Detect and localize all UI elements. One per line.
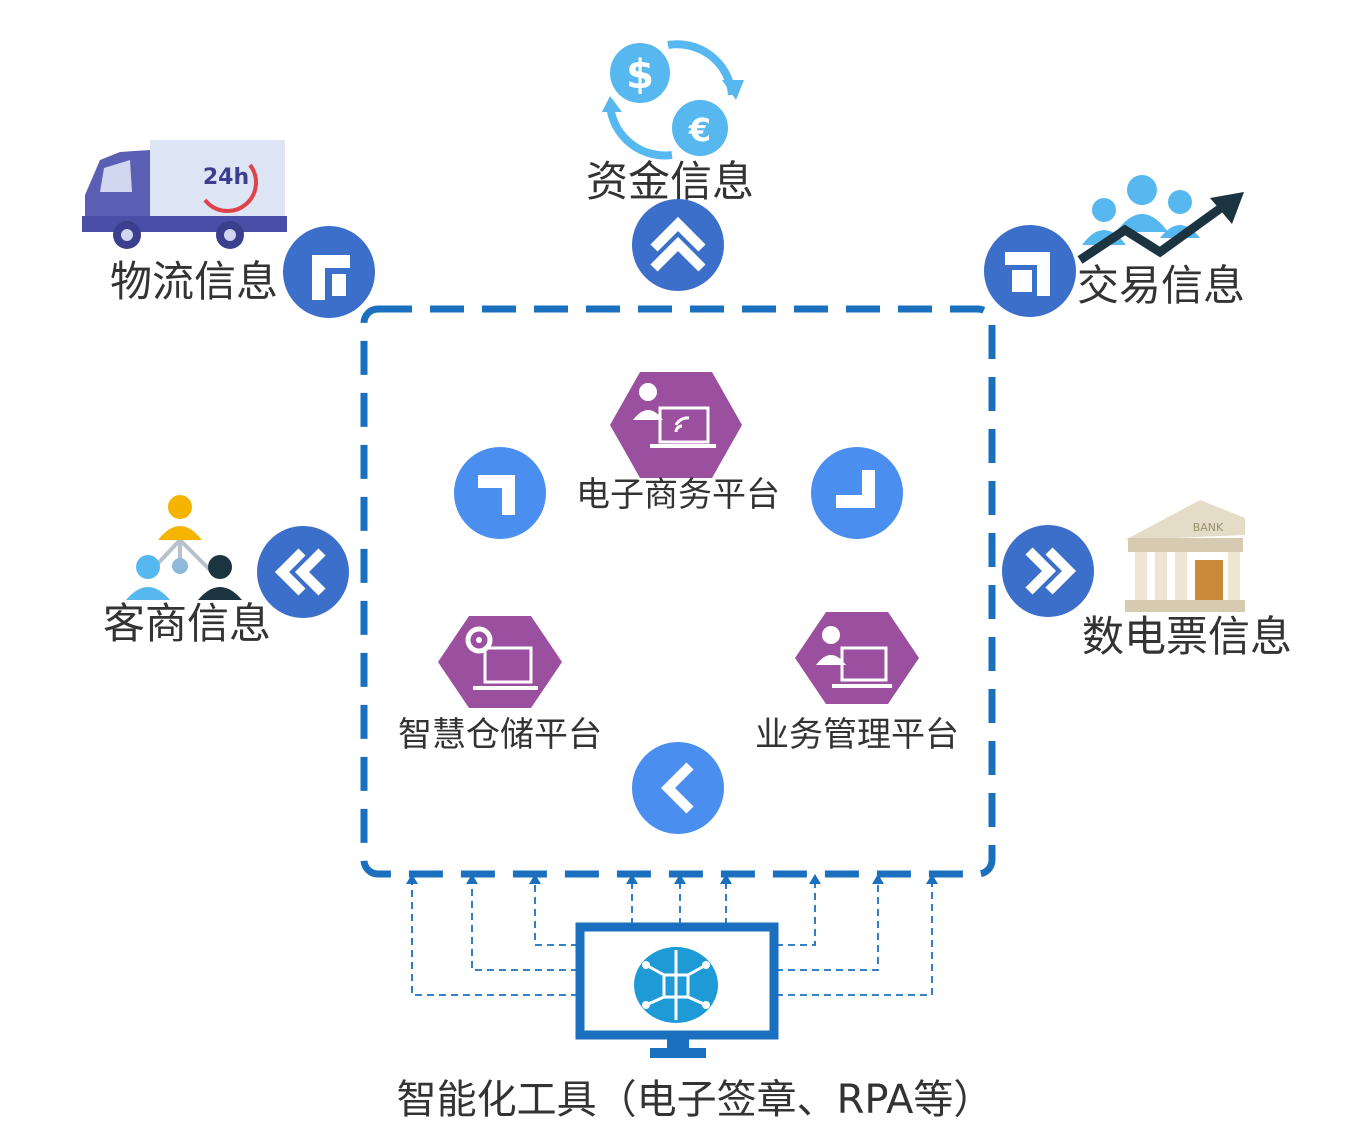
tool-connectors bbox=[411, 880, 933, 996]
growth-chart-icon bbox=[1077, 175, 1244, 264]
svg-text:$: $ bbox=[626, 52, 654, 98]
connector-arrowheads bbox=[406, 874, 938, 884]
truck-icon: 24h bbox=[82, 140, 287, 249]
brain-icon bbox=[634, 947, 718, 1023]
turn-arrow-icon bbox=[454, 447, 546, 539]
double-chevron-left-icon bbox=[257, 526, 349, 618]
bank-building-icon: BANK bbox=[1125, 500, 1245, 612]
logistics-label: 物流信息 bbox=[110, 257, 278, 306]
double-chevron-up-icon bbox=[632, 199, 724, 291]
warehouse-platform-label: 智慧仓储平台 bbox=[398, 715, 602, 755]
ecommerce-platform-label: 电子商务平台 bbox=[576, 475, 780, 515]
people-network-icon bbox=[126, 495, 242, 600]
currency-exchange-icon: $ € bbox=[602, 40, 744, 160]
platform-boundary bbox=[360, 305, 996, 878]
turn-arrow-icon bbox=[811, 447, 903, 539]
double-chevron-right-icon bbox=[1002, 525, 1094, 617]
truck-badge-text: 24h bbox=[203, 165, 249, 190]
ecommerce-platform-icon bbox=[610, 372, 742, 478]
funds-label: 资金信息 bbox=[586, 157, 754, 206]
corner-arrow-icon bbox=[984, 225, 1076, 317]
transactions-label: 交易信息 bbox=[1077, 261, 1245, 310]
chevron-left-icon bbox=[632, 742, 724, 834]
business-platform-label: 业务管理平台 bbox=[755, 715, 959, 755]
warehouse-platform-icon bbox=[438, 616, 562, 708]
tools-label: 智能化工具（电子签章、RPA等） bbox=[397, 1077, 994, 1123]
bank-sign-text: BANK bbox=[1193, 521, 1224, 534]
business-platform-icon bbox=[795, 612, 919, 704]
ai-monitor-icon bbox=[575, 922, 779, 1058]
customers-label: 客商信息 bbox=[103, 599, 271, 648]
svg-text:€: € bbox=[688, 111, 711, 149]
corner-arrow-icon bbox=[283, 226, 375, 318]
e-invoice-label: 数电票信息 bbox=[1082, 612, 1292, 661]
